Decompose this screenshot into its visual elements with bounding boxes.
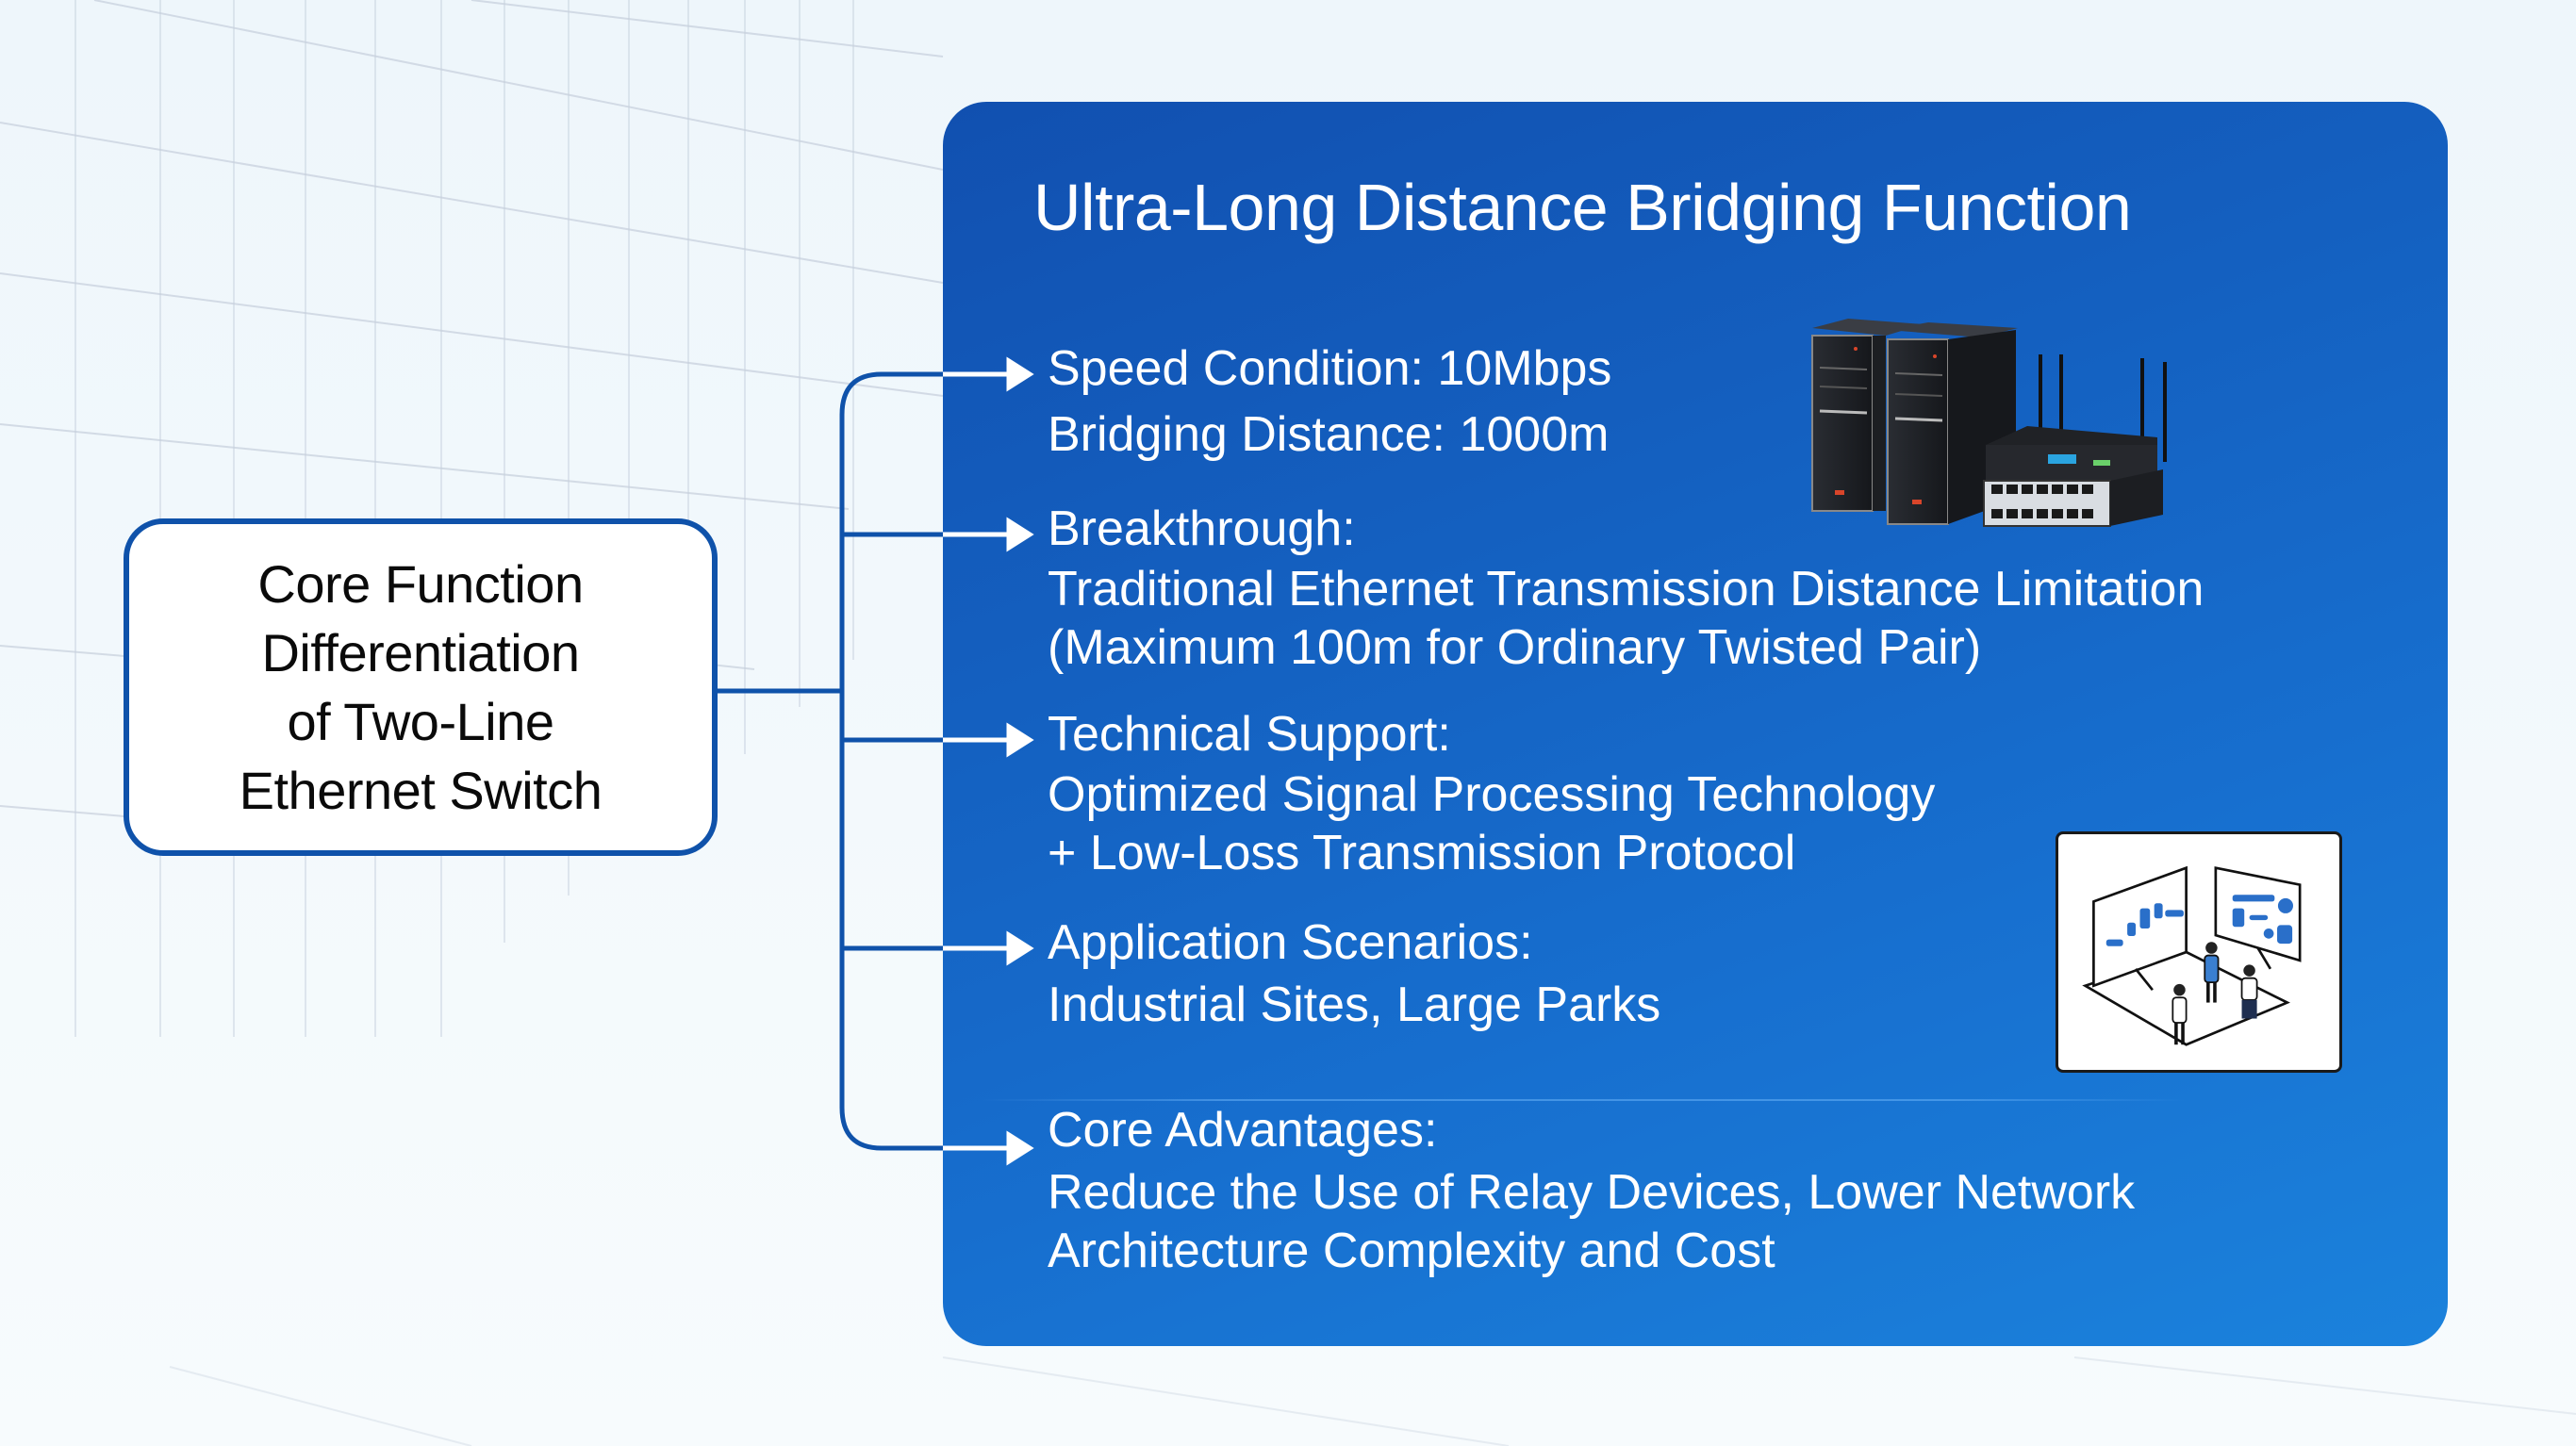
person-icon [2204, 942, 2220, 1003]
server-tower-icon [1811, 319, 1924, 512]
item-body: Reduce the Use of Relay Devices, Lower N… [1048, 1165, 2136, 1278]
item-core-advantages: Core Advantages: Reduce the Use of Relay… [1048, 1101, 2135, 1280]
monitoring-scene-icon [2082, 865, 2302, 1046]
arrow-right-icon [943, 356, 1034, 392]
item-head: Technical Support: [1048, 707, 1451, 762]
servers-and-router-illustration [1811, 319, 2167, 527]
arrow-right-icon [943, 722, 1034, 758]
arrow-right-icon [943, 517, 1034, 552]
people-monitors-illustration [2056, 831, 2342, 1073]
antenna-icon [2039, 354, 2167, 462]
arrow-right-icon [943, 1130, 1034, 1166]
router-icon [1986, 426, 2157, 483]
item-application-scenarios: Application Scenarios: Industrial Sites,… [1048, 913, 1660, 1034]
arrow-group [943, 356, 1034, 1166]
person-icon [2240, 964, 2258, 1019]
item-head: Application Scenarios: [1048, 915, 1533, 970]
center-node: Core Function Differentiation of Two-Lin… [124, 518, 718, 856]
panel-title: Ultra-Long Distance Bridging Function [1033, 171, 2132, 244]
item-body: Bridging Distance: 1000m [1048, 407, 1610, 462]
item-body: Traditional Ethernet Transmission Distan… [1048, 562, 2204, 675]
center-node-label: Core Function Differentiation of Two-Lin… [239, 554, 603, 820]
item-head: Breakthrough: [1048, 501, 1356, 556]
item-head: Core Advantages: [1048, 1103, 1438, 1158]
item-speed-condition: Speed Condition: 10Mbps Bridging Distanc… [1048, 339, 1611, 464]
divider [981, 1099, 2188, 1101]
item-body: Optimized Signal Processing Technology +… [1048, 767, 1936, 880]
feature-panel: Ultra-Long Distance Bridging Function Sp… [943, 102, 2448, 1346]
item-body: Industrial Sites, Large Parks [1048, 978, 1661, 1032]
ethernet-switch-icon [1983, 469, 2163, 527]
item-head: Speed Condition: 10Mbps [1048, 341, 1612, 396]
person-icon [2171, 983, 2188, 1045]
item-breakthrough: Breakthrough: Traditional Ethernet Trans… [1048, 500, 2204, 677]
item-technical-support: Technical Support: Optimized Signal Proc… [1048, 705, 1935, 882]
arrow-right-icon [943, 930, 1034, 966]
